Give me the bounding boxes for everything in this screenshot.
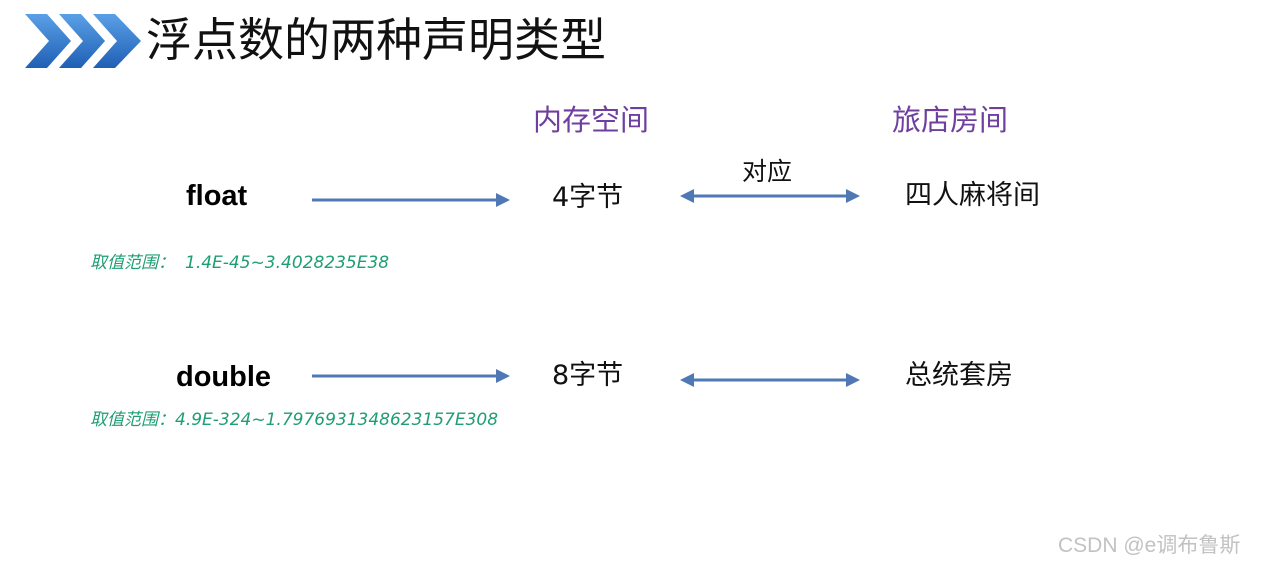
column-header-memory: 内存空间 [533,103,650,137]
chevron-2 [59,14,105,68]
csdn-watermark: CSDN @e调布鲁斯 [1058,534,1241,557]
column-header-hotel: 旅店房间 [892,103,1009,137]
double-room-text: 总统套房 [905,360,1013,391]
float-size-text: 4字节 [552,182,624,213]
double-correspondence-arrow [680,373,860,387]
double-range-value: 4.9E-324~1.7976931348623157E308 [175,410,499,430]
float-range-value: 1.4E-45~3.4028235E38 [185,253,390,273]
double-range: 取值范围：4.9E-324~1.7976931348623157E308 [90,408,498,432]
float-type-name: float [186,180,248,212]
float-range-label: 取值范围： [90,253,175,273]
double-to-size-arrow [312,369,510,383]
chevron-1 [25,14,71,68]
double-range-label: 取值范围： [90,410,175,430]
double-size-text: 8字节 [552,360,624,391]
correspondence-label: 对应 [742,157,793,186]
float-correspondence-arrow [680,189,860,203]
triple-chevron-right-icon [25,14,141,68]
float-room-text: 四人麻将间 [905,180,1040,211]
chevron-3 [93,14,141,68]
float-range: 取值范围： 1.4E-45~3.4028235E38 [90,251,389,275]
double-type-name: double [176,361,272,393]
float-to-size-arrow [312,193,510,207]
page-title: 浮点数的两种声明类型 [146,13,606,67]
